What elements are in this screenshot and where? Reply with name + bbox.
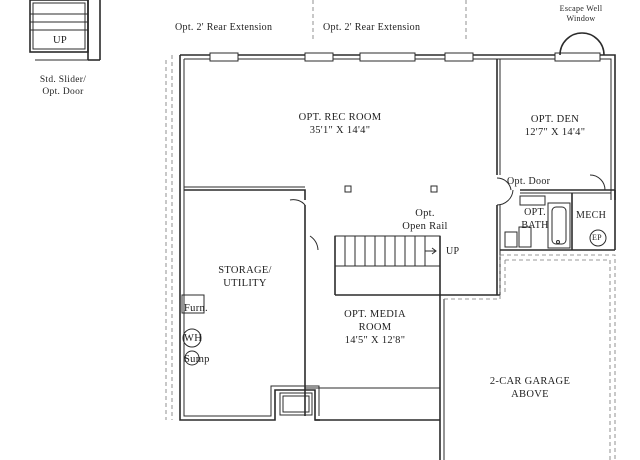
storage-line-1: STORAGE/ bbox=[218, 265, 272, 276]
upper-level-fragment bbox=[29, 0, 101, 61]
water-heater-label: WH bbox=[184, 333, 203, 344]
open-rail-line-1: Opt. bbox=[415, 208, 435, 219]
mech-label: MECH bbox=[576, 210, 607, 221]
rec-room-dimensions: 35'1" X 14'4" bbox=[309, 125, 371, 136]
garage-line-1: 2-CAR GARAGE bbox=[489, 376, 571, 387]
rec-room-name: OPT. REC ROOM bbox=[298, 112, 382, 123]
water-heater-circle bbox=[182, 328, 202, 348]
bath-line-1: OPT. bbox=[524, 207, 546, 218]
media-room-dimensions: 14'5" X 12'8" bbox=[344, 335, 406, 346]
rec-room-label: OPT. REC ROOM 35'1" X 14'4" bbox=[280, 111, 400, 137]
escape-well-arc bbox=[559, 32, 605, 56]
media-room-label: OPT. MEDIA ROOM 14'5" X 12'8" bbox=[330, 308, 420, 347]
escape-well-line-1: Escape Well bbox=[559, 4, 603, 13]
ep-label: EP bbox=[592, 233, 602, 242]
stair-up-label: UP bbox=[446, 246, 460, 257]
opt-door-label: Opt. Door bbox=[507, 176, 551, 187]
garage-label: 2-CAR GARAGE ABOVE bbox=[480, 375, 580, 401]
den-name: OPT. DEN bbox=[530, 114, 580, 125]
column-marker bbox=[344, 185, 352, 193]
storage-label: STORAGE/ UTILITY bbox=[210, 264, 280, 290]
std-slider-line-2: Opt. Door bbox=[42, 87, 84, 97]
std-slider-label: Std. Slider/ Opt. Door bbox=[33, 74, 93, 98]
rear-extension-label-1: Opt. 2' Rear Extension bbox=[175, 22, 273, 33]
bath-line-2: BATH bbox=[521, 220, 549, 231]
furnace-box bbox=[181, 294, 205, 314]
column-marker bbox=[430, 185, 438, 193]
upper-up-label: UP bbox=[53, 35, 68, 46]
bath-label: OPT. BATH bbox=[520, 206, 550, 232]
sump-circle bbox=[184, 350, 200, 366]
media-room-line-2: ROOM bbox=[358, 322, 392, 333]
open-rail-line-2: Open Rail bbox=[402, 221, 448, 232]
garage-line-2: ABOVE bbox=[511, 389, 549, 400]
door-swings bbox=[289, 174, 606, 251]
den-dimensions: 12'7" X 14'4" bbox=[524, 127, 586, 138]
storage-line-2: UTILITY bbox=[223, 278, 267, 289]
furnace-label: Furn. bbox=[184, 303, 208, 314]
exterior-walls bbox=[179, 54, 616, 421]
escape-well-label: Escape Well Window bbox=[556, 4, 606, 24]
ep-circle bbox=[589, 229, 607, 247]
open-rail-label: Opt. Open Rail bbox=[398, 207, 452, 233]
den-label: OPT. DEN 12'7" X 14'4" bbox=[515, 113, 595, 139]
std-slider-line-1: Std. Slider/ bbox=[39, 75, 87, 85]
garage-outline bbox=[444, 254, 616, 460]
sump-label: Sump bbox=[184, 354, 210, 365]
media-room-line-1: OPT. MEDIA bbox=[344, 309, 406, 320]
escape-well-line-2: Window bbox=[566, 14, 596, 23]
stair-treads bbox=[344, 236, 437, 266]
bath-fixtures bbox=[504, 195, 571, 249]
rear-windows bbox=[209, 52, 601, 62]
interior-walls bbox=[184, 59, 616, 460]
rear-extension-label-2: Opt. 2' Rear Extension bbox=[323, 22, 421, 33]
